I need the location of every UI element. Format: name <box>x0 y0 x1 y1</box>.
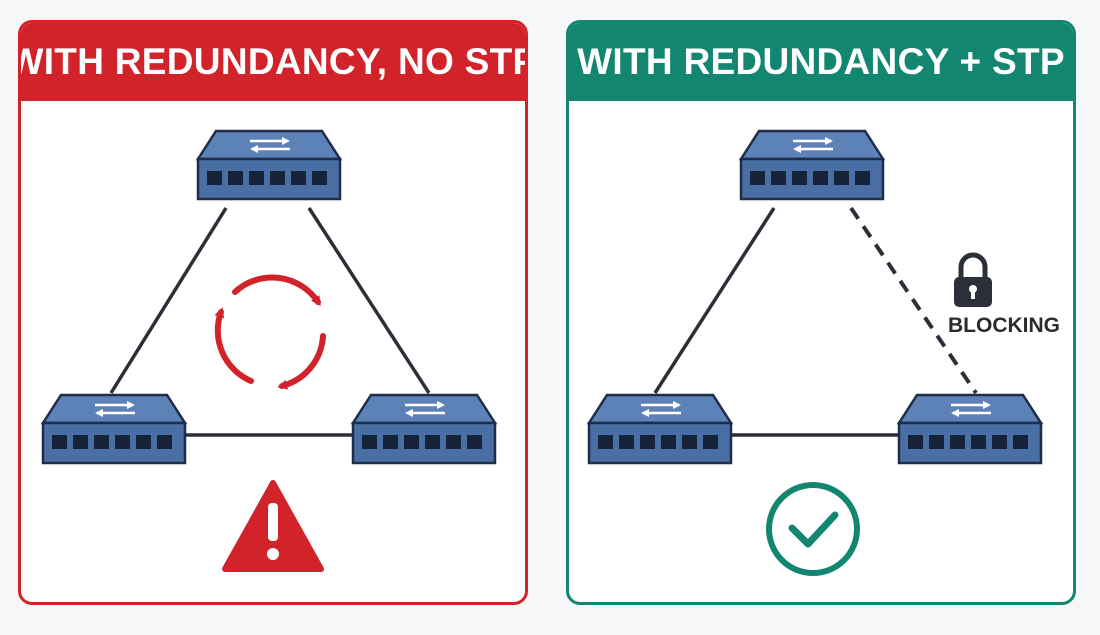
warning-icon <box>222 480 324 572</box>
switch-icon <box>587 393 733 465</box>
topology-no-stp <box>41 129 497 572</box>
switch-icon <box>41 393 187 465</box>
switch-icon <box>351 393 497 465</box>
link-top-left <box>653 207 776 394</box>
switch-icon <box>897 393 1043 465</box>
blocking-label: BLOCKING <box>948 314 1060 337</box>
link-top-right <box>307 207 431 394</box>
check-circle-icon <box>766 482 860 576</box>
loop-arrows-icon <box>214 274 326 390</box>
link-top-left <box>109 207 228 394</box>
panel-with-stp: WITH REDUNDANCY + STP <box>566 20 1076 605</box>
lock-icon <box>954 252 992 307</box>
topology-with-stp: BLOCKING <box>587 129 1060 576</box>
panel-no-stp: WITH REDUNDANCY, NO STP <box>18 20 528 605</box>
link-blocked <box>849 206 978 395</box>
switch-icon <box>739 129 885 201</box>
panel-title: WITH REDUNDANCY, NO STP <box>21 23 525 101</box>
switch-icon <box>196 129 342 201</box>
panel-title: WITH REDUNDANCY + STP <box>569 23 1073 101</box>
